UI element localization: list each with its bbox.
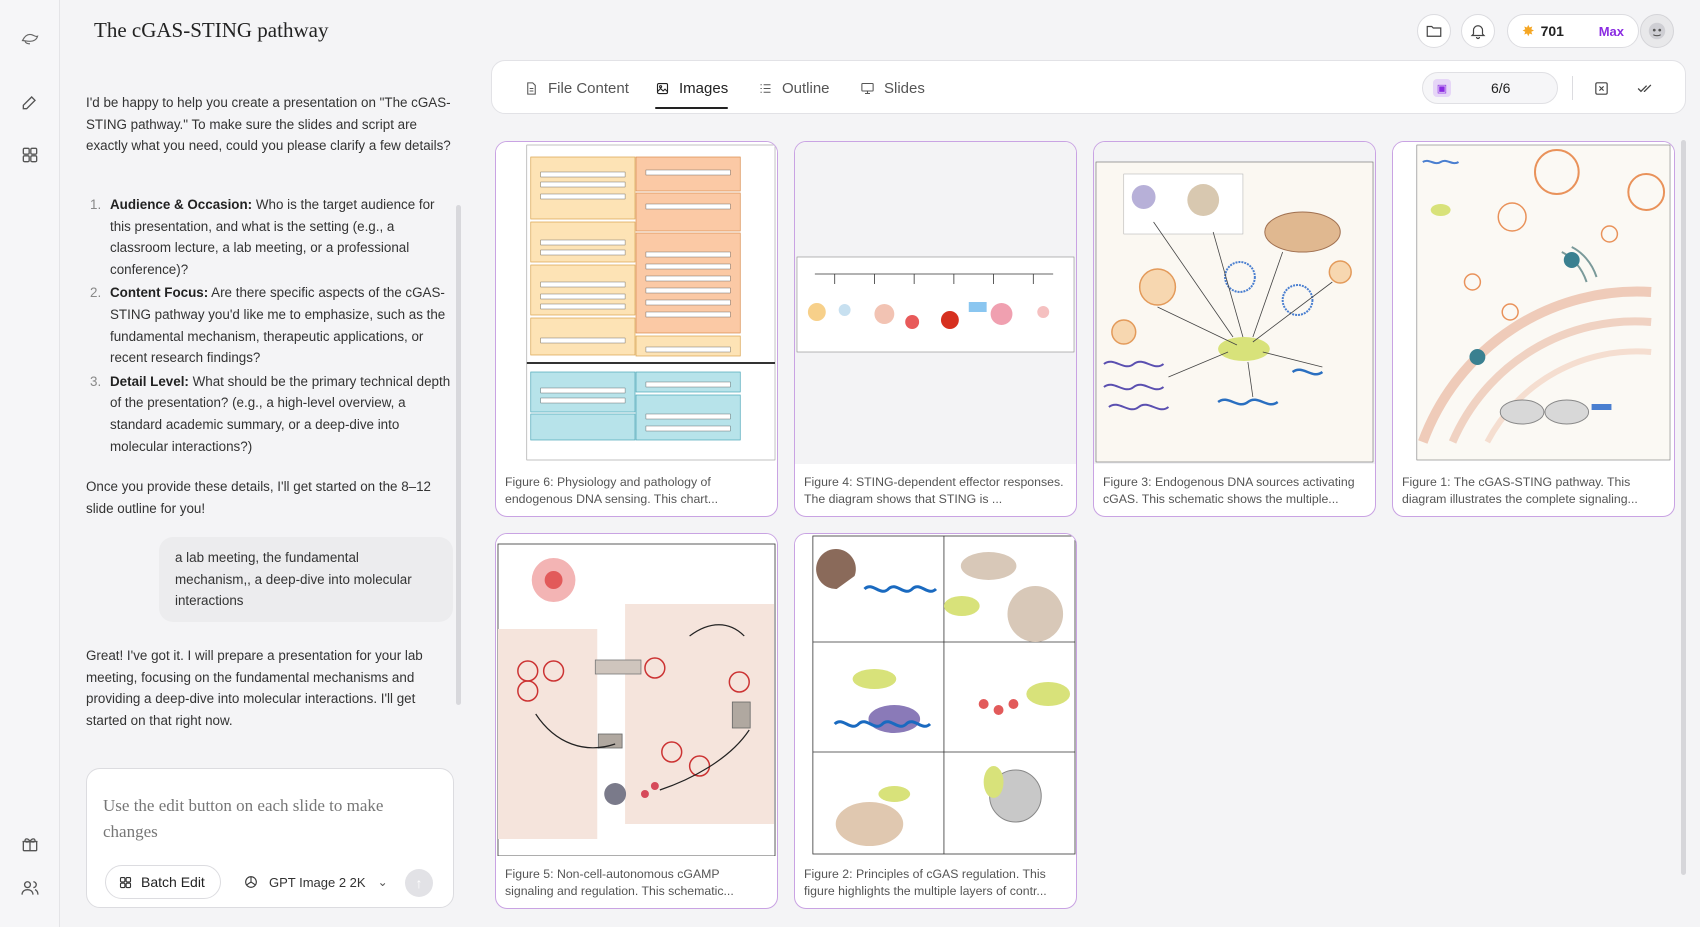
figure-card[interactable]: Figure 6: Physiology and pathology of en… bbox=[495, 141, 778, 517]
bell-icon bbox=[1470, 25, 1486, 40]
images-icon: ▣ bbox=[1433, 79, 1451, 97]
apps-grid-icon[interactable] bbox=[14, 139, 46, 171]
folder-icon bbox=[1426, 25, 1442, 37]
chevron-down-icon: ⌄ bbox=[377, 875, 388, 889]
figure-thumbnail bbox=[1094, 142, 1375, 464]
folder-button[interactable] bbox=[1417, 14, 1451, 48]
batch-edit-button[interactable]: Batch Edit bbox=[105, 865, 221, 899]
chat-scrollbar[interactable] bbox=[456, 205, 461, 705]
image-counter[interactable]: ▣ 6/6 bbox=[1422, 72, 1558, 104]
presentation-icon bbox=[861, 82, 874, 94]
tab-images[interactable]: Images bbox=[655, 61, 729, 115]
user-message: a lab meeting, the fundamental mechanism… bbox=[159, 537, 453, 622]
tab-outline[interactable]: Outline bbox=[758, 61, 830, 115]
figure-card[interactable]: Figure 3: Endogenous DNA sources activat… bbox=[1093, 141, 1376, 517]
figure-caption: Figure 5: Non-cell-autonomous cGAMP sign… bbox=[505, 867, 734, 898]
grid-icon bbox=[119, 876, 132, 888]
double-check-icon bbox=[1637, 84, 1651, 92]
figure-thumbnail bbox=[795, 142, 1076, 464]
list-icon bbox=[760, 83, 771, 93]
model-selector[interactable]: GPT Image 2 2K ⌄ bbox=[243, 865, 388, 899]
tab-slides[interactable]: Slides bbox=[860, 61, 925, 115]
arrow-up-icon: ↑ bbox=[415, 875, 423, 891]
assistant-message-final: Great! I've got it. I will prepare a pre… bbox=[86, 648, 423, 728]
credits-count: 701 bbox=[1540, 23, 1564, 39]
gift-icon[interactable] bbox=[14, 828, 46, 860]
user-avatar-icon bbox=[1648, 22, 1666, 40]
close-panel-button[interactable] bbox=[1589, 76, 1613, 100]
figure-caption: Figure 3: Endogenous DNA sources activat… bbox=[1103, 475, 1355, 506]
image-icon bbox=[656, 82, 669, 94]
openai-icon bbox=[245, 876, 257, 888]
logo-icon[interactable] bbox=[14, 22, 46, 54]
figure-thumbnail bbox=[496, 142, 777, 464]
assistant-questions: 1.Audience & Occasion: Who is the target… bbox=[86, 194, 458, 457]
message-input[interactable]: Use the edit button on each slide to mak… bbox=[103, 796, 384, 841]
images-scrollbar[interactable] bbox=[1681, 140, 1686, 875]
send-button[interactable]: ↑ bbox=[405, 869, 433, 897]
composer: Use the edit button on each slide to mak… bbox=[86, 768, 454, 908]
plan-label: Max bbox=[1598, 23, 1624, 39]
file-icon bbox=[527, 81, 536, 95]
figure-caption: Figure 6: Physiology and pathology of en… bbox=[505, 475, 719, 506]
page-title: The cGAS-STING pathway bbox=[94, 18, 329, 42]
sparkle-icon: ✸ bbox=[1522, 23, 1535, 40]
close-box-icon bbox=[1594, 81, 1608, 95]
credits-badge[interactable]: ✸ 701 Max bbox=[1507, 14, 1639, 48]
assistant-message-outro: Once you provide these details, I'll get… bbox=[86, 479, 431, 516]
figure-card[interactable]: Figure 2: Principles of cGAS regulation.… bbox=[794, 533, 1077, 909]
notifications-button[interactable] bbox=[1461, 14, 1495, 48]
figure-thumbnail bbox=[795, 534, 1076, 856]
figure-caption: Figure 1: The cGAS-STING pathway. This d… bbox=[1402, 475, 1638, 506]
figure-card[interactable]: Figure 5: Non-cell-autonomous cGAMP sign… bbox=[495, 533, 778, 909]
figure-caption: Figure 2: Principles of cGAS regulation.… bbox=[804, 867, 1047, 898]
users-icon[interactable] bbox=[14, 872, 46, 904]
left-rail bbox=[0, 0, 60, 927]
assistant-message-intro: I'd be happy to help you create a presen… bbox=[86, 95, 451, 154]
figure-card[interactable]: Figure 4: STING-dependent effector respo… bbox=[794, 141, 1077, 517]
figure-caption: Figure 4: STING-dependent effector respo… bbox=[804, 475, 1064, 506]
tab-file-content[interactable]: File Content bbox=[524, 61, 629, 115]
panel-tabbar: File Content Images Outline Slides ▣ 6/6 bbox=[491, 60, 1686, 114]
avatar[interactable] bbox=[1640, 14, 1674, 48]
new-chat-icon[interactable] bbox=[14, 86, 46, 118]
check-all-button[interactable] bbox=[1632, 76, 1656, 100]
figure-thumbnail bbox=[496, 534, 777, 856]
question-item: 3.Detail Level: What should be the prima… bbox=[90, 373, 451, 454]
question-item: 1.Audience & Occasion: Who is the target… bbox=[90, 197, 435, 277]
figure-thumbnail bbox=[1393, 142, 1674, 464]
toolbar-divider bbox=[1572, 76, 1573, 100]
question-item: 2.Content Focus: Are there specific aspe… bbox=[90, 285, 446, 366]
figure-card[interactable]: Figure 1: The cGAS-STING pathway. This d… bbox=[1392, 141, 1675, 517]
